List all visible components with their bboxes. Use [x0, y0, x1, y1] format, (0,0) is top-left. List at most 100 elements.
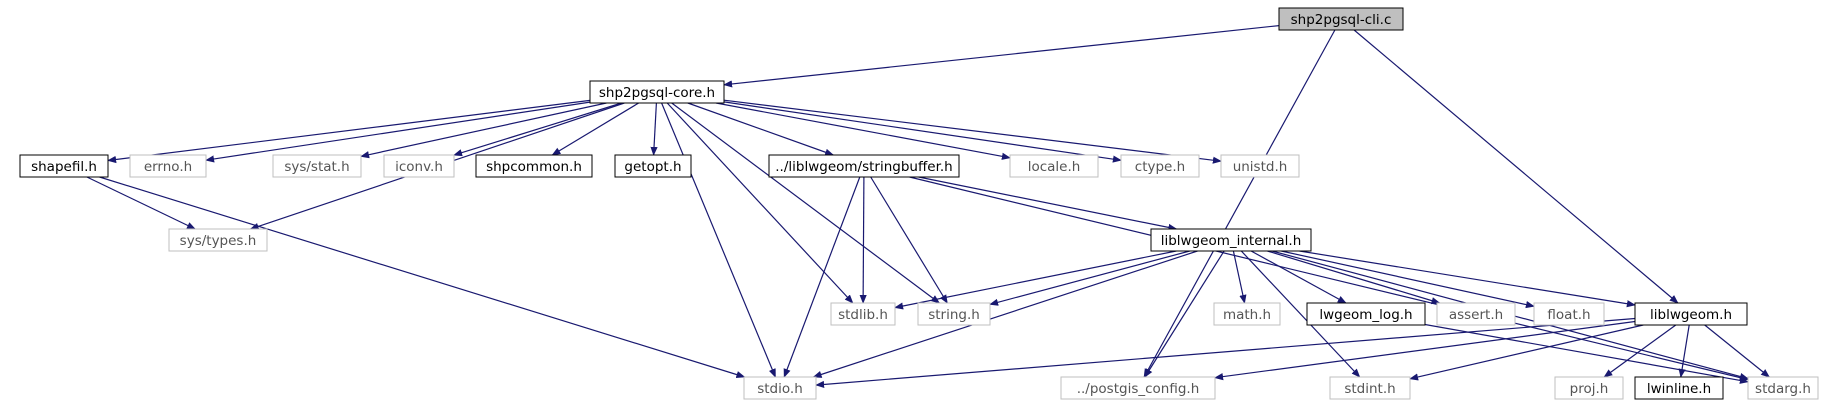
- edge-shapefil-to-stdio: [99, 176, 746, 379]
- node-internal[interactable]: liblwgeom_internal.h: [1150, 228, 1312, 252]
- node-stdarg: stdarg.h: [1747, 376, 1819, 400]
- node-stdio: stdio.h: [743, 376, 817, 400]
- node-core-label: shp2pgsql-core.h: [599, 85, 715, 101]
- node-lwgeomlog-box: [1306, 302, 1426, 326]
- edge-internal-to-stdint: [1240, 250, 1361, 378]
- node-systypes-box: [168, 228, 268, 252]
- node-assert-label: assert.h: [1449, 307, 1503, 323]
- node-iconv-label: iconv.h: [395, 159, 443, 175]
- edge-internal-to-stdio: [812, 250, 1198, 378]
- node-stringbuffer-label: ../liblwgeom/stringbuffer.h: [775, 159, 952, 175]
- node-shapefil-box: [19, 154, 109, 178]
- node-stringbuffer-box: [768, 154, 960, 178]
- node-ctype-label: ctype.h: [1135, 159, 1185, 175]
- node-proj-label: proj.h: [1570, 381, 1609, 397]
- node-float-label: float.h: [1547, 307, 1590, 323]
- edge-core-to-stdio: [661, 102, 776, 378]
- node-float: float.h: [1533, 302, 1605, 326]
- node-unistd: unistd.h: [1220, 154, 1300, 178]
- node-sysstat-label: sys/stat.h: [284, 159, 349, 175]
- node-lwgeomlog-label: lwgeom_log.h: [1319, 307, 1412, 323]
- node-systypes-label: sys/types.h: [180, 233, 257, 249]
- node-stdint: stdint.h: [1329, 376, 1411, 400]
- edge-core-to-iconv: [453, 102, 622, 157]
- node-lwinline[interactable]: lwinline.h: [1634, 376, 1724, 400]
- node-cli-box: [1278, 7, 1404, 31]
- edge-core-to-ctype: [723, 101, 1122, 163]
- node-math-box: [1213, 302, 1281, 326]
- edge-core-to-stringbuffer: [687, 102, 835, 156]
- node-proj-box: [1554, 376, 1624, 400]
- edge-liblwgeom-to-pgconfig: [1214, 320, 1636, 381]
- node-stdarg-box: [1747, 376, 1819, 400]
- node-locale-label: locale.h: [1028, 159, 1081, 175]
- edge-lwgeomlog-to-stdarg: [1424, 323, 1749, 384]
- edge-stringbuffer-to-stdio: [783, 176, 861, 378]
- node-systypes: sys/types.h: [168, 228, 268, 252]
- node-stdio-label: stdio.h: [757, 381, 803, 397]
- node-stdarg-label: stdarg.h: [1755, 381, 1811, 397]
- node-string-box: [917, 302, 991, 326]
- node-getopt-label: getopt.h: [624, 159, 681, 175]
- node-locale-box: [1009, 154, 1099, 178]
- edge-core-to-string: [671, 102, 941, 304]
- node-iconv-box: [383, 154, 455, 178]
- node-stdlib: stdlib.h: [830, 302, 896, 326]
- node-assert: assert.h: [1436, 302, 1516, 326]
- node-shapefil[interactable]: shapefil.h: [19, 154, 109, 178]
- node-liblwgeom[interactable]: liblwgeom.h: [1634, 302, 1748, 326]
- node-float-box: [1533, 302, 1605, 326]
- edge-core-to-unistd: [723, 99, 1222, 164]
- edge-core-to-shapefil: [107, 99, 591, 164]
- node-lwinline-box: [1634, 376, 1724, 400]
- node-sysstat-box: [272, 154, 362, 178]
- edge-core-to-stdlib: [666, 102, 854, 304]
- edge-core-to-shpcommon: [551, 102, 640, 156]
- node-string: string.h: [917, 302, 991, 326]
- node-internal-box: [1150, 228, 1312, 252]
- node-assert-box: [1436, 302, 1516, 326]
- edge-internal-to-pgconfig: [1144, 250, 1225, 378]
- node-stdio-box: [743, 376, 817, 400]
- edge-liblwgeom-to-stdarg: [1704, 324, 1771, 378]
- node-shapefil-label: shapefil.h: [31, 159, 97, 175]
- node-core[interactable]: shp2pgsql-core.h: [589, 80, 725, 104]
- node-pgconfig-label: ../postgis_config.h: [1077, 381, 1200, 397]
- edge-cli-to-liblwgeom: [1353, 29, 1679, 304]
- node-getopt-box: [614, 154, 692, 178]
- node-lwgeomlog[interactable]: lwgeom_log.h: [1306, 302, 1426, 326]
- node-getopt[interactable]: getopt.h: [614, 154, 692, 178]
- node-errno-label: errno.h: [144, 159, 192, 175]
- nodes-layer: shp2pgsql-cli.c shp2pgsql-core.h shapefil.…: [19, 7, 1819, 400]
- node-ctype-box: [1120, 154, 1200, 178]
- edge-core-to-sysstat: [360, 102, 607, 159]
- edge-core-to-errno: [205, 101, 591, 163]
- edge-internal-to-lwgeomlog: [1250, 250, 1347, 304]
- node-locale: locale.h: [1009, 154, 1099, 178]
- edge-cli-to-pgconfig: [1143, 29, 1336, 378]
- node-errno-box: [129, 154, 207, 178]
- edge-liblwgeom-to-lwinline: [1678, 324, 1690, 378]
- node-iconv: iconv.h: [383, 154, 455, 178]
- node-pgconfig: ../postgis_config.h: [1060, 376, 1216, 400]
- edge-stringbuffer-to-stdarg: [909, 176, 1749, 382]
- node-shpcommon[interactable]: shpcommon.h: [475, 154, 593, 178]
- edge-internal-to-stdlib: [894, 250, 1177, 310]
- edge-internal-to-float: [1281, 250, 1535, 309]
- node-stringbuffer[interactable]: ../liblwgeom/stringbuffer.h: [768, 154, 960, 178]
- node-liblwgeom-box: [1634, 302, 1748, 326]
- node-stdint-box: [1329, 376, 1411, 400]
- edge-liblwgeom-to-proj: [1603, 324, 1677, 378]
- node-math-label: math.h: [1223, 307, 1271, 323]
- node-stdint-label: stdint.h: [1344, 381, 1395, 397]
- node-proj: proj.h: [1554, 376, 1624, 400]
- node-cli-label: shp2pgsql-cli.c: [1291, 12, 1392, 28]
- edge-stringbuffer-to-string: [870, 176, 948, 304]
- edge-stringbuffer-to-stdlib: [859, 176, 867, 304]
- edge-stringbuffer-to-internal: [918, 176, 1178, 231]
- node-stdlib-box: [830, 302, 896, 326]
- node-unistd-box: [1220, 154, 1300, 178]
- edge-internal-to-string: [989, 250, 1190, 306]
- edge-liblwgeom-to-stdio: [815, 317, 1636, 389]
